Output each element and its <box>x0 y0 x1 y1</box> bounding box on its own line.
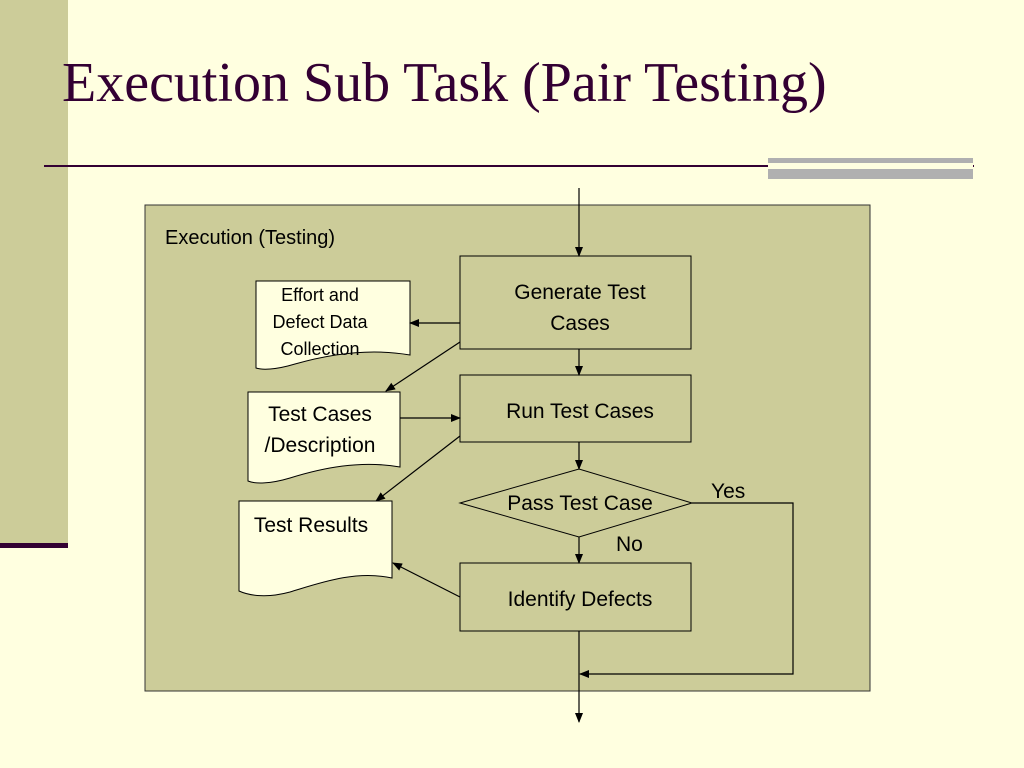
sidebar-rule <box>0 543 68 548</box>
effort-label-line1: Effort and <box>281 285 359 305</box>
test-cases-label-line1: Test Cases <box>268 403 372 426</box>
test-cases-description-doc <box>247 391 401 484</box>
effort-label-line3: Collection <box>280 339 359 359</box>
test-results-label: Test Results <box>254 514 368 537</box>
arrow-identify-to-results-doc <box>392 562 461 598</box>
decision-label: Pass Test Case <box>507 492 653 515</box>
run-label: Run Test Cases <box>506 400 654 423</box>
yes-loop-connector <box>579 502 794 678</box>
identify-label: Identify Defects <box>508 588 653 611</box>
test-cases-label-line2: /Description <box>265 434 376 457</box>
title-accent-bar <box>768 158 973 179</box>
generate-label-line2: Cases <box>550 312 610 335</box>
effort-defect-doc <box>255 280 411 370</box>
arrow-run-to-results-doc <box>375 435 461 502</box>
left-sidebar-band <box>0 0 68 548</box>
generate-label-line1: Generate Test <box>514 281 646 304</box>
no-label: No <box>616 533 643 556</box>
arrow-generate-to-test-cases-doc <box>385 341 461 392</box>
generate-test-cases-box <box>459 255 692 350</box>
yes-label: Yes <box>711 480 745 503</box>
title-rule <box>44 165 974 167</box>
slide-title: Execution Sub Task (Pair Testing) <box>62 52 827 114</box>
container-label: Execution (Testing) <box>165 227 335 249</box>
run-test-cases-box <box>459 374 692 443</box>
identify-defects-box <box>459 562 692 632</box>
test-results-doc <box>238 500 393 597</box>
effort-label-line2: Defect Data <box>272 312 368 332</box>
